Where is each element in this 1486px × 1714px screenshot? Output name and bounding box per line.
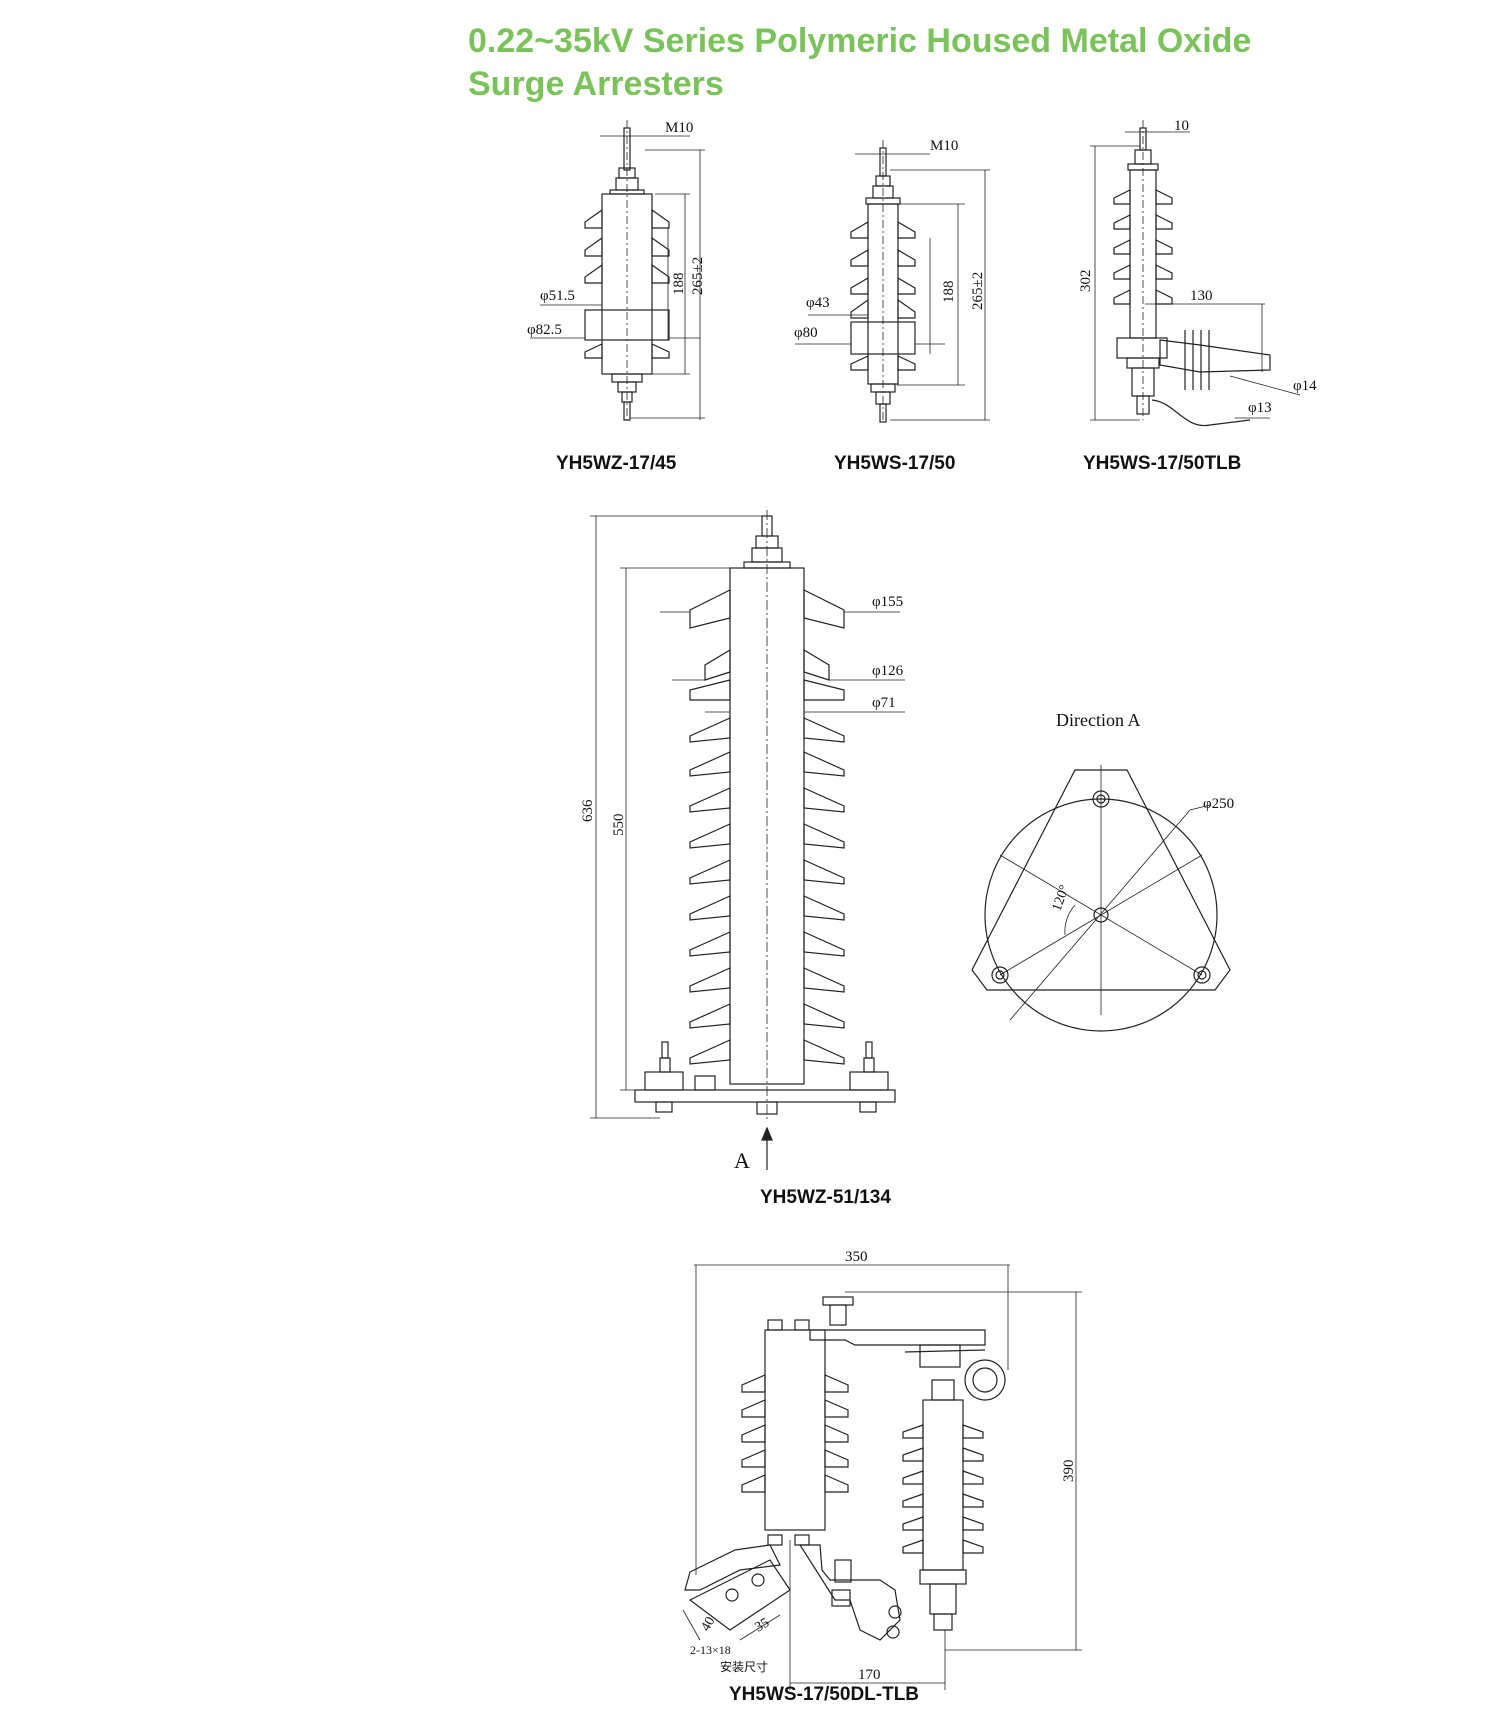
m1-dim-total: 265±2 bbox=[690, 257, 706, 295]
drawing-yh5wz-51-134 bbox=[590, 510, 905, 1170]
m4-dim-body: 550 bbox=[611, 814, 627, 837]
m4-dim-d1: φ155 bbox=[872, 594, 903, 610]
m1-dim-d2: φ82.5 bbox=[527, 322, 562, 338]
caption-yh5ws-17-50: YH5WS-17/50 bbox=[834, 453, 956, 474]
page-title: 0.22~35kV Series Polymeric Housed Metal … bbox=[468, 20, 1368, 106]
caption-yh5wz-51-134: YH5WZ-51/134 bbox=[760, 1187, 891, 1208]
title-line-1: 0.22~35kV Series Polymeric Housed Metal … bbox=[468, 22, 1252, 60]
caption-yh5ws-17-50dl-tlb: YH5WS-17/50DL-TLB bbox=[729, 1684, 920, 1705]
m5-dim-a: 40 bbox=[698, 1614, 718, 1634]
m3-dim-height: 302 bbox=[1078, 270, 1094, 293]
m5-dim-height: 390 bbox=[1061, 1460, 1077, 1483]
caption-yh5ws-17-50tlb: YH5WS-17/50TLB bbox=[1083, 453, 1242, 474]
m2-dim-body: 188 bbox=[941, 281, 957, 304]
m1-dim-body: 188 bbox=[671, 273, 687, 296]
m5-dim-note: 安装尺寸 bbox=[720, 1659, 768, 1674]
m1-dim-top: M10 bbox=[665, 120, 693, 136]
m5-dim-bottom: 170 bbox=[858, 1667, 881, 1683]
m5-dim-b: 35 bbox=[753, 1615, 773, 1635]
m5-dim-holes: 2-13×18 bbox=[690, 1643, 731, 1657]
drawing-yh5wz-17-45 bbox=[530, 120, 705, 421]
m5-dim-width: 350 bbox=[845, 1249, 868, 1265]
direction-a-diameter: φ250 bbox=[1203, 796, 1234, 812]
m3-dim-hole2: φ13 bbox=[1248, 400, 1272, 416]
direction-a-angle: 120° bbox=[1050, 883, 1073, 913]
drawing-yh5ws-17-50dl-tlb bbox=[682, 1264, 1082, 1690]
drawing-yh5ws-17-50 bbox=[795, 140, 990, 423]
drawing-direction-a bbox=[971, 765, 1231, 1032]
m4-dim-total: 636 bbox=[580, 799, 596, 822]
caption-yh5wz-17-45: YH5WZ-17/45 bbox=[556, 453, 677, 474]
m3-dim-top: 10 bbox=[1174, 118, 1189, 134]
m4-dim-d2: φ126 bbox=[872, 663, 904, 679]
m2-dim-d1: φ43 bbox=[806, 295, 830, 311]
m2-dim-d2: φ80 bbox=[794, 325, 818, 341]
m3-dim-bracket: 130 bbox=[1190, 288, 1213, 304]
m4-arrow-label: A bbox=[734, 1148, 750, 1173]
direction-a-label: Direction A bbox=[1056, 710, 1140, 730]
m4-dim-d3: φ71 bbox=[872, 695, 896, 711]
drawing-yh5ws-17-50tlb bbox=[1090, 120, 1301, 427]
m2-dim-total: 265±2 bbox=[970, 272, 986, 310]
m3-dim-hole1: φ14 bbox=[1293, 378, 1317, 394]
title-line-2: Surge Arresters bbox=[468, 65, 724, 103]
m2-dim-top: M10 bbox=[930, 138, 958, 154]
m1-dim-d1: φ51.5 bbox=[540, 288, 575, 304]
